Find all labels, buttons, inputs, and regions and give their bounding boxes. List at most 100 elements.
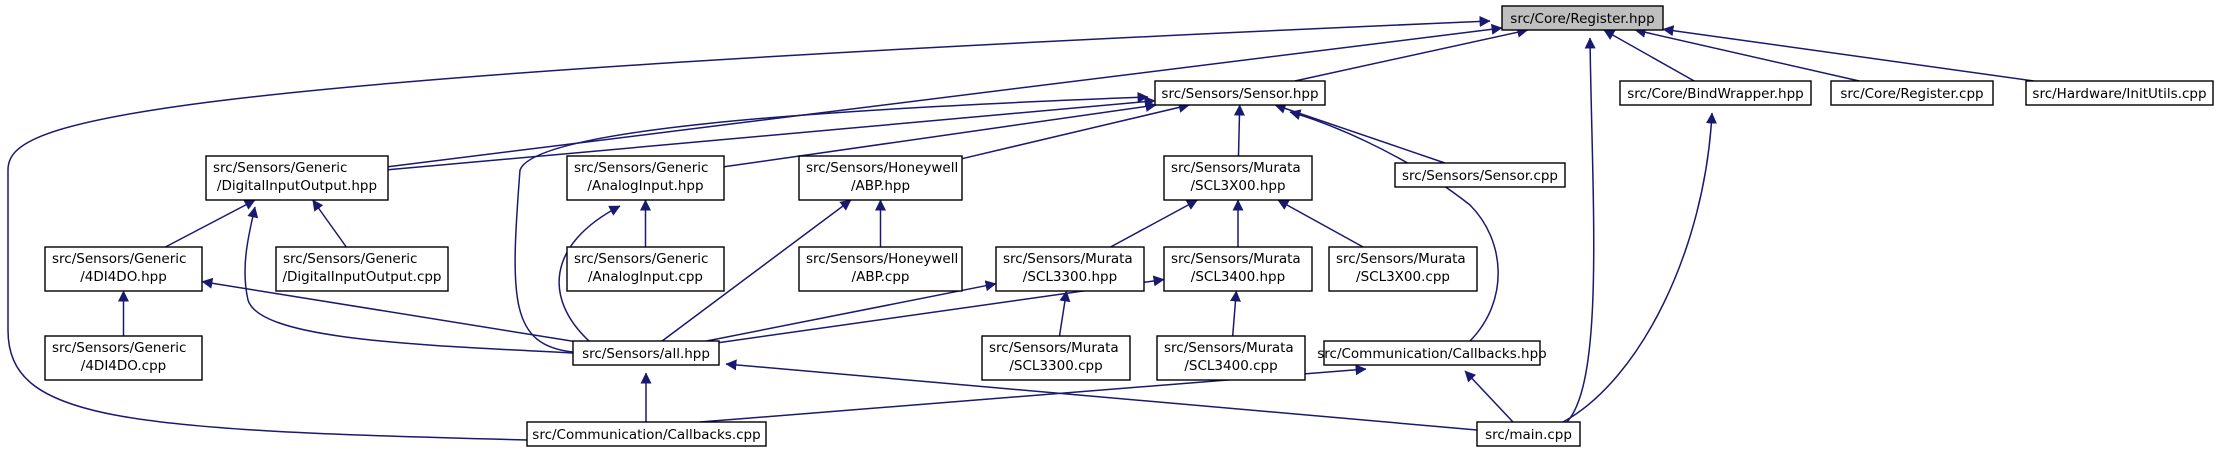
node-scl3400-hpp[interactable]: src/Sensors/Murata/SCL3400.hpp [1163, 246, 1313, 292]
node-box[interactable] [981, 335, 1131, 381]
edge-all_hpp-to-sensor_hpp [514, 91, 1149, 353]
node-register-hpp[interactable]: src/Core/Register.hpp [1501, 5, 1664, 31]
node-box[interactable] [526, 421, 767, 447]
edge-arrow [961, 102, 1190, 160]
node-label: src/Sensors/Murata [1164, 340, 1294, 356]
edge-all_hpp-to-abp_hpp [661, 199, 852, 342]
node-initutils-cpp[interactable]: src/Hardware/InitUtils.cpp [2025, 80, 2214, 106]
edge-arrow [1566, 37, 1596, 423]
edge-arrow [312, 199, 347, 248]
node-scl3x00-hpp[interactable]: src/Sensors/Murata/SCL3X00.hpp [1163, 155, 1313, 201]
node-label: src/Sensors/Generic [52, 340, 186, 356]
node-label: /SCL3X00.cpp [1356, 269, 1450, 285]
edge-arrow [725, 359, 1478, 431]
node-box[interactable] [1156, 335, 1306, 381]
node-scl3x00-cpp[interactable]: src/Sensors/Murata/SCL3X00.cpp [1328, 246, 1478, 292]
node-4di4do-hpp[interactable]: src/Sensors/Generic/4DI4DO.hpp [44, 246, 203, 292]
node-label: /AnalogInput.hpp [587, 178, 703, 194]
node-box[interactable] [1476, 421, 1581, 447]
node-box[interactable] [798, 155, 963, 201]
edge-abp_hpp-to-sensor_hpp [961, 102, 1190, 160]
node-label: /DigitalInputOutput.cpp [282, 269, 441, 285]
edge-4di4do_hpp-to-dio_hpp [165, 199, 256, 248]
edge-arrow [7, 15, 1491, 441]
node-analog-cpp[interactable]: src/Sensors/Generic/AnalogInput.cpp [566, 246, 725, 292]
edge-scl3400_cpp-to-scl3400_hpp [1229, 290, 1241, 337]
node-box[interactable] [1328, 246, 1478, 292]
node-box[interactable] [1830, 80, 1994, 106]
node-callbacks-hpp[interactable]: src/Communication/Callbacks.hpp [1317, 340, 1547, 366]
dependency-edges [7, 15, 2034, 441]
node-box[interactable] [275, 246, 449, 292]
edge-callbacks_hpp-to-sensor_hpp [1289, 109, 1499, 342]
node-label: src/main.cpp [1485, 427, 1572, 443]
edge-arrow [1603, 29, 1695, 82]
node-sensor-cpp[interactable]: src/Sensors/Sensor.cpp [1394, 162, 1566, 188]
node-label: /SCL3400.hpp [1191, 269, 1285, 285]
node-box[interactable] [1323, 340, 1541, 366]
edge-arrow [387, 23, 1503, 168]
edge-arrow [1289, 109, 1499, 342]
edge-arrow [1229, 290, 1241, 337]
node-label: src/Sensors/Honeywell [806, 251, 958, 267]
node-label: src/Core/BindWrapper.hpp [1627, 86, 1804, 102]
edge-arrow [1110, 199, 1198, 248]
edge-arrow [244, 206, 574, 354]
node-abp-hpp[interactable]: src/Sensors/Honeywell/ABP.hpp [798, 155, 963, 201]
node-label: src/Sensors/Sensor.cpp [1402, 168, 1558, 184]
node-box[interactable] [1619, 80, 1812, 106]
node-label: src/Sensors/Murata [989, 340, 1119, 356]
node-dio-cpp[interactable]: src/Sensors/Generic/DigitalInputOutput.c… [275, 246, 449, 292]
node-4di4do-cpp[interactable]: src/Sensors/Generic/4DI4DO.cpp [44, 335, 203, 381]
node-analog-hpp[interactable]: src/Sensors/Generic/AnalogInput.hpp [566, 155, 725, 201]
node-box[interactable] [44, 335, 203, 381]
node-scl3300-hpp[interactable]: src/Sensors/Murata/SCL3300.hpp [995, 246, 1145, 292]
edge-main_cpp-to-all_hpp [725, 359, 1478, 431]
node-label: /ABP.cpp [852, 269, 910, 285]
node-scl3400-cpp[interactable]: src/Sensors/Murata/SCL3400.cpp [1156, 335, 1306, 381]
node-box[interactable] [1154, 80, 1326, 106]
node-all-hpp[interactable]: src/Sensors/all.hpp [572, 340, 720, 366]
node-label: /SCL3400.cpp [1184, 358, 1277, 374]
node-main-cpp[interactable]: src/main.cpp [1476, 421, 1581, 447]
edge-arrow [1634, 26, 1860, 82]
node-dio-hpp[interactable]: src/Sensors/Generic/DigitalInputOutput.h… [205, 155, 389, 201]
node-register-cpp[interactable]: src/Core/Register.cpp [1830, 80, 1994, 106]
node-box[interactable] [1394, 162, 1566, 188]
node-box[interactable] [798, 246, 963, 292]
edge-arrow [1294, 26, 1529, 82]
edge-arrow [1233, 104, 1245, 157]
node-callbacks-cpp[interactable]: src/Communication/Callbacks.cpp [526, 421, 767, 447]
edge-analog_hpp-to-sensor_hpp [723, 101, 1157, 168]
node-box[interactable] [1163, 155, 1313, 201]
node-label: src/Communication/Callbacks.cpp [532, 427, 760, 443]
edge-arrow [661, 199, 852, 342]
edge-all_hpp-to-analog_hpp [558, 205, 621, 342]
node-box[interactable] [1163, 246, 1313, 292]
node-scl3300-cpp[interactable]: src/Sensors/Murata/SCL3300.cpp [981, 335, 1131, 381]
node-sensor-hpp[interactable]: src/Sensors/Sensor.hpp [1154, 80, 1326, 106]
node-bindwrapper-hpp[interactable]: src/Core/BindWrapper.hpp [1619, 80, 1812, 106]
node-label: src/Sensors/Murata [1336, 251, 1466, 267]
node-box[interactable] [566, 155, 725, 201]
edge-dio_cpp-to-dio_hpp [312, 199, 347, 248]
edge-main_cpp-to-register_hpp [1566, 37, 1596, 423]
node-box[interactable] [205, 155, 389, 201]
node-box[interactable] [1501, 5, 1664, 31]
edge-scl3300_cpp-to-scl3300_hpp [1058, 290, 1071, 337]
edge-all_hpp-to-4di4do_hpp [201, 277, 574, 343]
edge-scl3x00_cpp-to-scl3x00_hpp [1277, 199, 1364, 248]
node-box[interactable] [2025, 80, 2214, 106]
node-box[interactable] [566, 246, 725, 292]
node-box[interactable] [44, 246, 203, 292]
edge-all_hpp-to-dio_hpp [244, 206, 574, 354]
node-label: src/Sensors/all.hpp [582, 346, 710, 362]
edge-arrow [165, 199, 256, 248]
node-label: /SCL3300.cpp [1009, 358, 1102, 374]
node-box[interactable] [572, 340, 720, 366]
node-box[interactable] [995, 246, 1145, 292]
node-label: src/Sensors/Sensor.hpp [1161, 86, 1318, 102]
node-abp-cpp[interactable]: src/Sensors/Honeywell/ABP.cpp [798, 246, 963, 292]
node-label: src/Sensors/Murata [1003, 251, 1133, 267]
edge-dio_hpp-to-register_hpp [387, 23, 1503, 168]
